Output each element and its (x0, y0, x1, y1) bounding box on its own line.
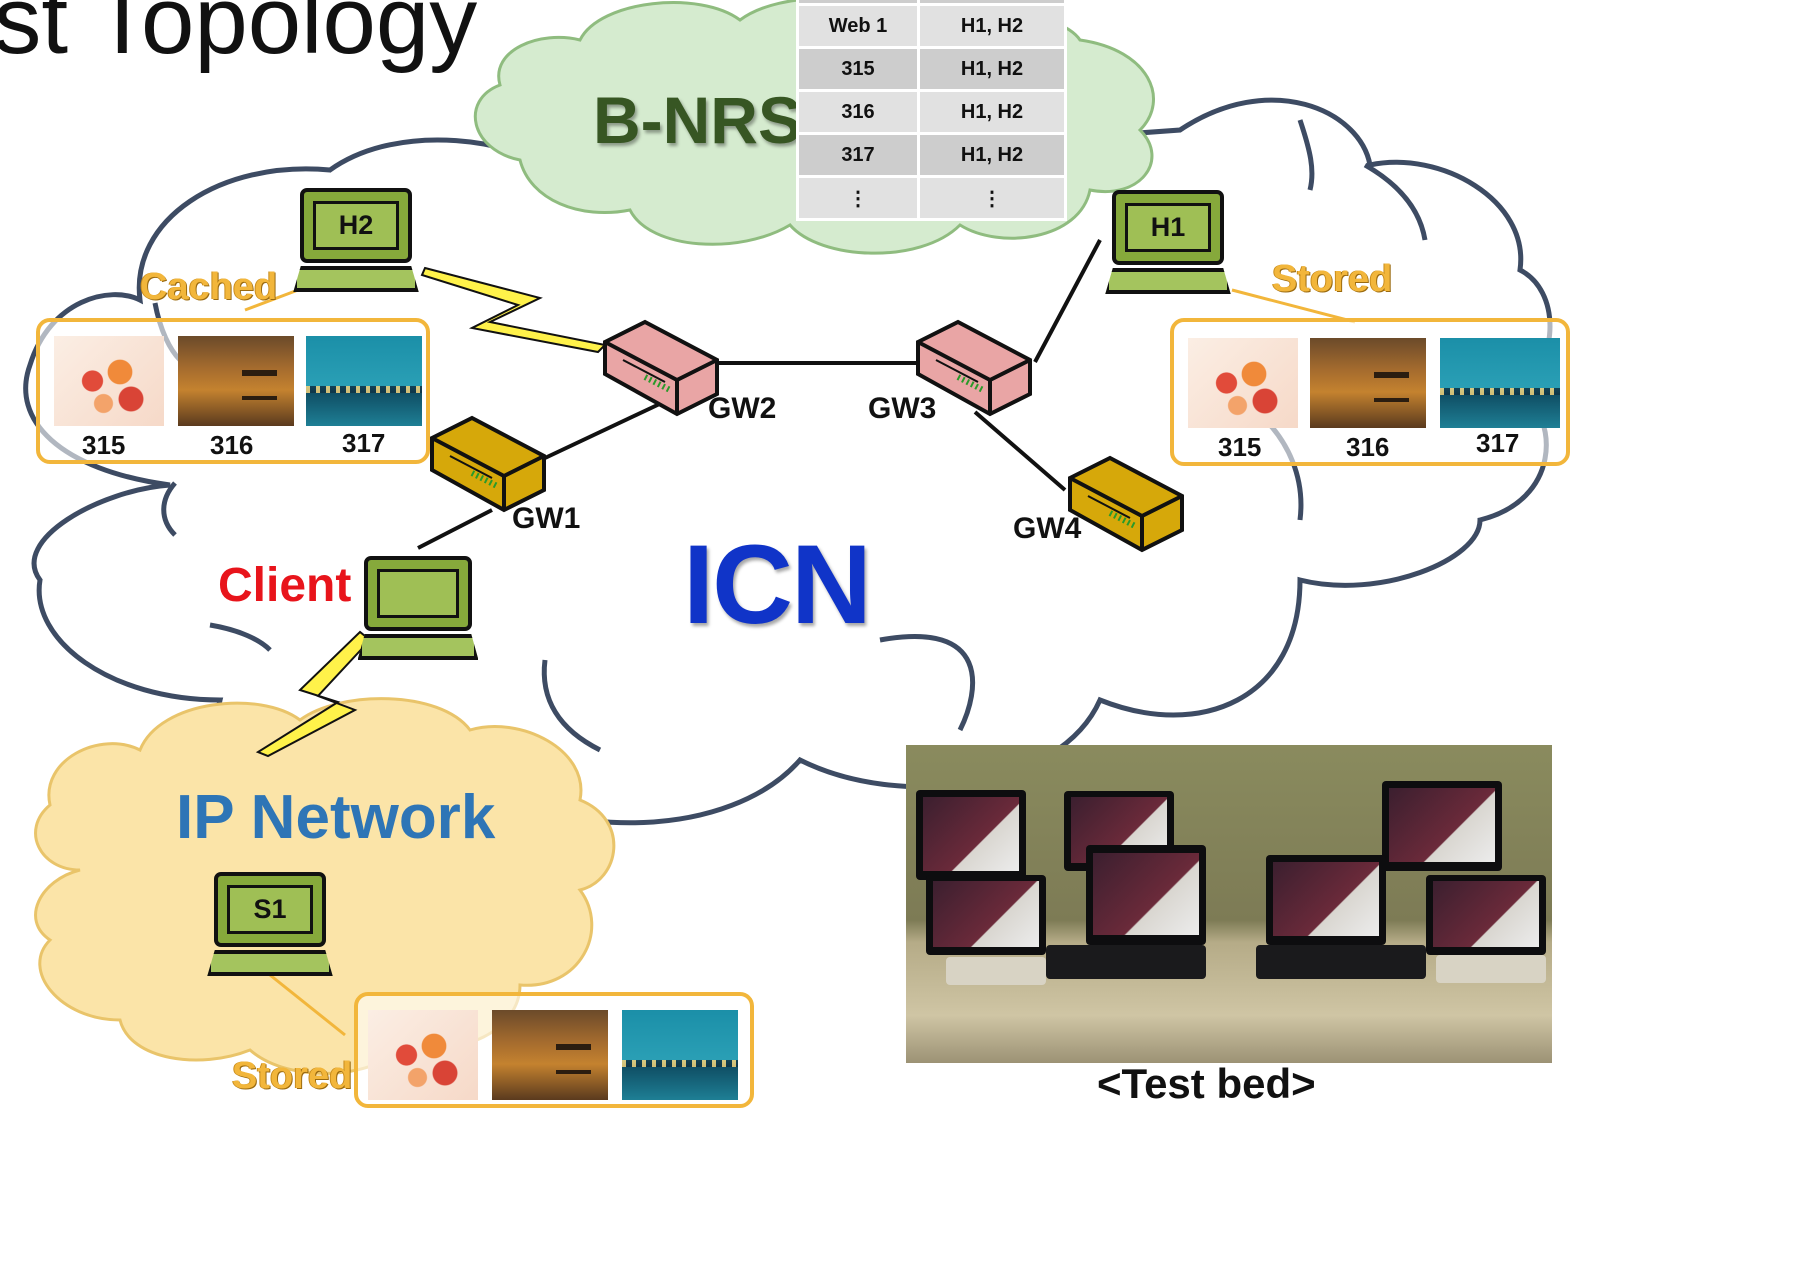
table-cell: 315 (796, 46, 920, 92)
router-icon (430, 415, 546, 513)
table-cell: H1, H2 (917, 46, 1067, 92)
icn-cloud-arc (1297, 119, 1315, 191)
lightning-icon (420, 266, 608, 354)
content-image-apples (54, 336, 164, 426)
table-cell: 316 (796, 89, 920, 135)
content-image-lake (1440, 338, 1560, 428)
link-gw3-h1 (1033, 239, 1102, 363)
router-icon (603, 319, 719, 417)
table-cell: Web 1 (796, 3, 920, 49)
stored-content-box: 315 316 317 (1170, 318, 1570, 466)
table-cell: H1, H2 (917, 89, 1067, 135)
gw2-label: GW2 (708, 392, 777, 425)
host-s1-label: S1 (227, 885, 313, 934)
link-gw3-gw4 (973, 410, 1067, 492)
laptop-icon (357, 556, 479, 660)
cached-label: Cached (140, 266, 278, 308)
testbed-photo (906, 745, 1552, 1063)
link-gw1-gw2 (544, 398, 669, 460)
laptop-icon: S1 (207, 872, 333, 976)
table-cell: ⋮ (796, 175, 920, 221)
stored-connector (1231, 288, 1356, 324)
cached-connector (244, 288, 299, 312)
testbed-caption: <Test bed> (1097, 1060, 1316, 1107)
router-icon (1068, 455, 1184, 553)
icn-cloud-arc (541, 659, 602, 753)
content-image-apples (368, 1010, 478, 1100)
content-id: 316 (1346, 432, 1390, 462)
stored-connector (269, 973, 346, 1037)
content-id: 315 (82, 430, 126, 460)
content-id: 317 (342, 428, 386, 458)
router-icon (916, 319, 1032, 417)
link-client-gw1 (417, 508, 493, 550)
source-content-box (354, 992, 754, 1108)
page-title: est Topology (0, 0, 478, 74)
table-row (796, 0, 1067, 6)
icn-label: ICN (683, 522, 872, 647)
table-cell: H1, H2 (917, 132, 1067, 178)
table-cell: H1, H2 (917, 3, 1067, 49)
icn-cloud-arc (879, 633, 975, 732)
table-cell: 317 (796, 132, 920, 178)
client-label: Client (218, 559, 352, 612)
content-image-bench (1310, 338, 1426, 428)
content-image-apples (1188, 338, 1298, 428)
content-image-bench (492, 1010, 608, 1100)
content-id: 317 (1476, 428, 1520, 458)
stored-label-h1: Stored (1272, 258, 1393, 300)
host-h2-label: H2 (313, 201, 399, 250)
gw1-label: GW1 (512, 502, 581, 535)
stored-label-s1: Stored (232, 1055, 353, 1097)
cached-content-box: 315 316 317 (36, 318, 430, 464)
host-h1-label: H1 (1125, 203, 1211, 252)
laptop-icon: H1 (1105, 190, 1231, 294)
ip-network-label: IP Network (176, 783, 496, 852)
laptop-icon: H2 (293, 188, 419, 292)
icn-cloud-arc (209, 622, 272, 652)
content-id: 316 (210, 430, 254, 460)
table-row: ⋮⋮ (796, 175, 1067, 221)
gw4-label: GW4 (1013, 512, 1082, 545)
content-image-lake (306, 336, 422, 426)
content-image-lake (622, 1010, 738, 1100)
lightning-icon (255, 630, 372, 758)
table-cell: ⋮ (917, 175, 1067, 221)
content-image-bench (178, 336, 294, 426)
icn-cloud-arc (1363, 162, 1428, 241)
icn-cloud-arc (161, 481, 177, 537)
gw3-label: GW3 (868, 392, 937, 425)
content-id: 315 (1218, 432, 1262, 462)
nrs-label: B-NRS (593, 83, 802, 157)
